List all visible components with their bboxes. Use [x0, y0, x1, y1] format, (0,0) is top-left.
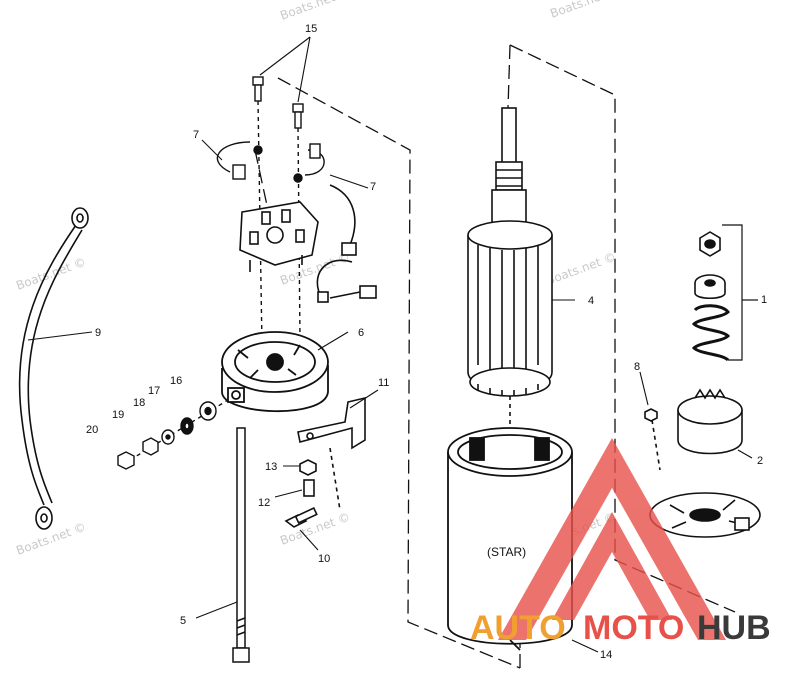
drive-assembly: [644, 231, 761, 538]
group-bracket: [722, 224, 758, 361]
callout-7a: 7: [193, 129, 199, 141]
callout-7b: 7: [370, 181, 376, 193]
armature: [467, 107, 553, 440]
callout-4: 4: [588, 295, 594, 307]
callout-6: 6: [358, 327, 364, 339]
callout-8: 8: [634, 361, 640, 373]
battery-cable: [18, 207, 89, 530]
brush-holder: [239, 201, 319, 272]
end-cap: [221, 331, 329, 413]
automotohub-logo: AUTO MOTO HUB: [470, 438, 771, 647]
watermark-5: Boats.net ©: [544, 250, 618, 288]
callout-9: 9: [95, 327, 101, 339]
can-label: (STAR): [487, 545, 526, 559]
logo-text-moto: MOTO: [583, 609, 684, 647]
logo-text-auto: AUTO: [470, 609, 566, 647]
callout-17: 17: [148, 385, 160, 397]
watermark-6: Boats.net ©: [14, 520, 88, 558]
callout-labels: 1 2 4 5 6 7 7 8 9 10 11 12 13 14 15 16 1…: [86, 23, 767, 661]
callout-5: 5: [180, 615, 186, 627]
brush-clips: [216, 141, 325, 183]
callout-19: 19: [112, 409, 124, 421]
callout-10: 10: [318, 553, 330, 565]
callout-14: 14: [600, 649, 612, 661]
long-bolt: [232, 427, 250, 663]
callout-2: 2: [757, 455, 763, 467]
terminal-hardware: [117, 399, 229, 470]
logo-text-hub: HUB: [697, 609, 771, 647]
callout-13: 13: [265, 461, 277, 473]
watermark-1: Boats.net ©: [278, 0, 352, 23]
watermark-2: Boats.net ©: [548, 0, 622, 21]
callout-20: 20: [86, 424, 98, 436]
brush-leads: [316, 184, 377, 303]
callout-15: 15: [305, 23, 317, 35]
callout-18: 18: [133, 397, 145, 409]
callout-1: 1: [761, 294, 767, 306]
mounting-bracket: [284, 396, 366, 528]
callout-11: 11: [378, 377, 389, 389]
leader-lines: [27, 36, 753, 653]
logo-triangle: [498, 438, 726, 640]
callout-12: 12: [258, 497, 270, 509]
callout-16: 16: [170, 375, 182, 387]
